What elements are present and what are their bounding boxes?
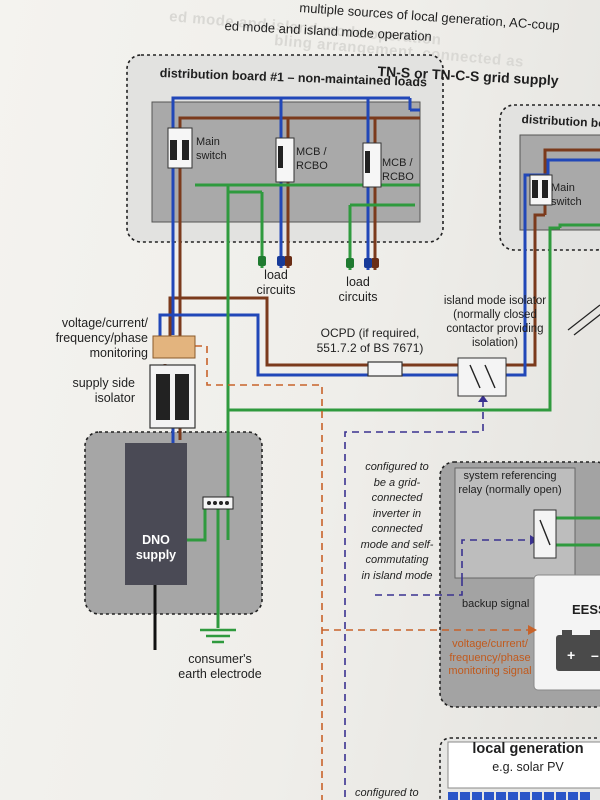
load-circuit-terminals (258, 256, 354, 268)
monitoring-signal-label: voltage/current/ frequency/phase monitor… (448, 638, 532, 677)
load-circuits-label-1: load circuits (256, 268, 296, 297)
earth-electrode-icon (200, 628, 236, 644)
mcb-2-toggle (365, 151, 370, 173)
supply-isolator-label: supply side isolator (72, 376, 135, 405)
relay-contact (539, 519, 551, 546)
local-generation-subtitle: e.g. solar PV (492, 760, 564, 774)
monitoring-signal-arrow (528, 625, 537, 635)
battery-plus-sign: + (567, 647, 576, 663)
local-generation-note: configured to (355, 787, 419, 799)
local-generation-panel (447, 741, 600, 789)
isolator-contacts (469, 364, 496, 389)
local-generation-title: local generation (472, 741, 584, 757)
eess-label: EESS (572, 602, 600, 617)
battery-terminal-left (562, 630, 572, 636)
battery-terminal-right (590, 630, 600, 636)
board2-switch-toggle-left (532, 180, 538, 198)
system-relay-label: system referencing relay (normally open) (458, 470, 562, 496)
ocpd-label: OCPD (if required, 551.7.2 of BS 7671) (316, 326, 424, 355)
supply-isolator-left-pole (156, 374, 170, 420)
monitoring-label: voltage/current/ frequency/phase monitor… (55, 316, 148, 360)
board2-switch-toggle-right (542, 180, 548, 198)
main-switch-toggle-right (182, 140, 189, 160)
load-circuit-live-terminals (284, 256, 379, 268)
main-switch-label: Main switch (196, 136, 227, 162)
load-circuit-neutral-terminals (277, 256, 372, 268)
cable-break-marks (567, 304, 600, 336)
backup-signal-label: backup signal (462, 598, 530, 610)
battery-minus-sign: – (591, 647, 599, 663)
earth-electrode-label: consumer's earth electrode (178, 652, 262, 681)
main-switch-toggle-left (170, 140, 177, 160)
mcb-1-toggle (278, 146, 283, 168)
island-isolator-label: island mode isolator (normally closed co… (443, 295, 547, 349)
solar-panel-icon (448, 792, 590, 800)
inverter-configuration-note: configured to be a grid- connected inver… (360, 461, 434, 582)
supply-isolator-right-pole (175, 374, 189, 420)
island-mode-isolator (457, 357, 507, 397)
earth-conductors (187, 183, 600, 628)
isolator-signal-arrow (478, 395, 488, 402)
mcb-2-label: MCB / RCBO (382, 157, 414, 183)
load-circuits-label-2: load circuits (338, 275, 378, 304)
battery-icon (556, 635, 600, 671)
monitoring-device (152, 335, 196, 359)
dno-supply-label: DNO supply (135, 533, 177, 562)
earth-terminal-screws (207, 501, 229, 505)
mcb-1-label: MCB / RCBO (296, 146, 328, 172)
ocpd-fuse (367, 361, 403, 377)
control-signal-lines (344, 400, 530, 800)
earth-terminal-block (202, 496, 234, 510)
board2-main-switch-label: Main switch (551, 182, 582, 208)
dno-supply-box (125, 443, 187, 585)
monitoring-signal-lines (195, 345, 530, 800)
